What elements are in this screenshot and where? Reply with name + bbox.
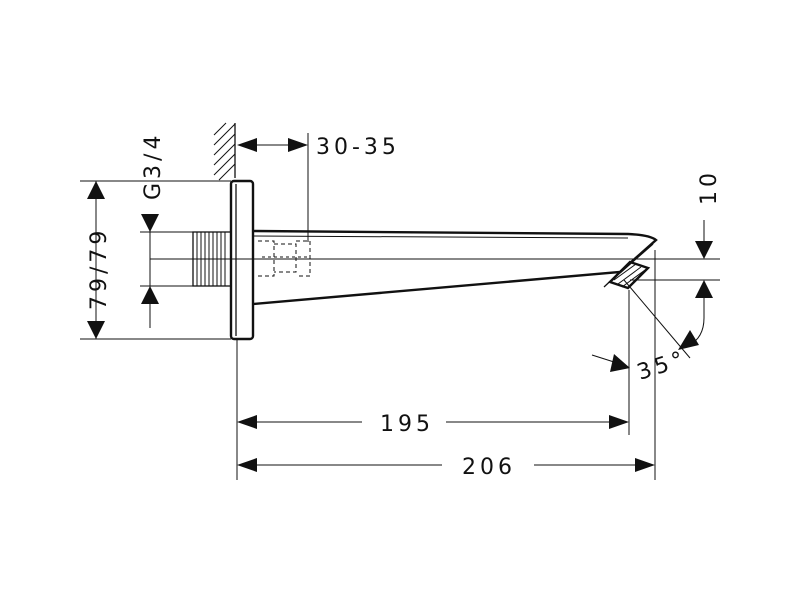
- dimension-flange-height: 79/79: [80, 180, 231, 340]
- aerator-outlet: [607, 260, 651, 290]
- dimension-tip-height: 10: [630, 169, 722, 318]
- flange: [229, 179, 255, 341]
- length-total-label: 206: [462, 455, 516, 480]
- wall-hatch: [213, 122, 236, 181]
- dimension-wall-depth: 30-35: [237, 133, 400, 242]
- dimension-thread: G3/4: [140, 132, 193, 328]
- spout-body: [252, 229, 658, 306]
- dimension-angle: 35°: [591, 279, 705, 386]
- angle-label: 35°: [634, 346, 690, 386]
- dimension-length-outlet: 195: [236, 290, 630, 480]
- flange-height-label: 79/79: [87, 227, 112, 310]
- tip-height-label: 10: [697, 169, 722, 205]
- length-outlet-label: 195: [380, 412, 434, 437]
- thread-label: G3/4: [141, 132, 166, 200]
- dimension-length-total: 206: [237, 250, 656, 480]
- wall-depth-label: 30-35: [316, 135, 400, 160]
